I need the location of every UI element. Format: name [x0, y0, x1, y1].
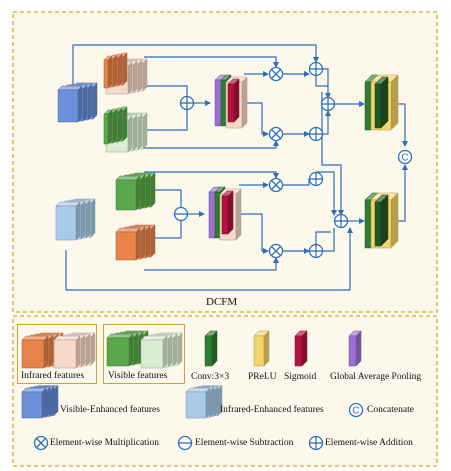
concatenate-node: C — [397, 149, 413, 165]
vis2-to-mul-top-arrow — [144, 171, 279, 179]
add-node-bottom-1 — [308, 171, 324, 187]
sigmoid-slab — [227, 78, 240, 123]
mul-node-bottom-1 — [268, 177, 284, 193]
vis-to-add-line — [144, 110, 188, 131]
ir2-to-mul-bottom-arrow — [144, 257, 279, 271]
add-top-down-arrow — [322, 68, 331, 99]
legend-mult: Element-wise Multiplication — [50, 438, 159, 448]
legend-infrared-stack-2 — [53, 332, 96, 369]
legend-frame — [12, 315, 438, 467]
legend-conv: Conv:3×3 — [191, 372, 230, 382]
legend-prelu-slab — [253, 330, 270, 367]
module-panel — [13, 12, 437, 312]
add-node-top-merge — [320, 96, 336, 112]
mul-node-bottom-2 — [268, 243, 284, 259]
legend-infrared-features: Infrared features — [21, 371, 85, 381]
infrared-legend-box — [17, 324, 97, 384]
sub-node-bottom-input — [173, 206, 189, 222]
legend-visible-enhanced: Visible-Enhanced features — [60, 405, 160, 415]
cross-top — [315, 76, 328, 87]
infrared-enhanced-input — [55, 198, 96, 241]
legend-visible-features: Visible features — [108, 371, 168, 381]
legend-concatenate-icon: C — [348, 402, 364, 418]
visible-legend-box — [103, 324, 185, 384]
infrared-features-top-edge — [103, 52, 128, 89]
legend-sub-icon — [177, 435, 193, 451]
legend-visible-stack-2 — [140, 332, 183, 369]
add2-join-line — [322, 228, 335, 252]
legend-gap: Global Average Pooling — [330, 372, 422, 382]
add2-bottom-up-line — [315, 231, 331, 244]
legend-sigmoid: Sigmoid — [284, 372, 317, 382]
legend-add: Element-wise Addition — [325, 438, 413, 448]
top-feature-to-add2-arrow — [321, 92, 344, 216]
visible-enhanced-input — [57, 82, 98, 123]
legend-conv-slab — [204, 330, 218, 367]
legend-prelu: PReLU — [248, 372, 277, 382]
legend-gap-slab — [348, 330, 362, 367]
mul-node-top-2 — [268, 126, 284, 142]
legend-infrared-enhanced-stack — [185, 384, 223, 419]
vis-to-mul-bottom-arrow — [144, 140, 279, 149]
ir2-to-sub-line — [144, 220, 182, 239]
output-block-bottom — [364, 192, 399, 249]
attention-block-top — [214, 74, 248, 129]
visible-features-top-edge — [103, 106, 128, 145]
legend-concatenate: Concatenate — [367, 405, 414, 415]
vis2-to-sub-line — [144, 189, 182, 207]
mul-node-top-1 — [268, 66, 284, 82]
add-bottom-up-arrow — [322, 110, 331, 135]
legend-add-icon — [308, 435, 324, 451]
add-node-top-input — [179, 95, 195, 111]
skip-bottom-arrow — [65, 227, 353, 291]
sigmoid-slab — [221, 190, 234, 235]
skip-top-arrow — [72, 44, 319, 88]
legend-sub: Element-wise Subtraction — [195, 438, 294, 448]
output-block-top — [364, 74, 399, 131]
module-frame — [12, 11, 438, 313]
module-title: DCFM — [206, 296, 238, 308]
attn-to-mul-bottom-arrow — [244, 102, 269, 137]
inner-conv-slab — [374, 76, 389, 129]
attn2-to-mul-bottom-arrow — [239, 213, 269, 254]
legend-mult-icon — [33, 435, 49, 451]
legend-infrared-enhanced: Infrared-Enhanced features — [220, 405, 324, 415]
top-to-add2-arrow — [316, 171, 337, 216]
add-node-bottom-merge — [333, 213, 349, 229]
add-node-top-2 — [308, 126, 324, 142]
svg-text:C: C — [401, 153, 408, 164]
ir-to-mul-top-arrow — [144, 56, 279, 68]
ir-to-add-line — [144, 85, 188, 97]
visible-features-bottom — [115, 172, 156, 211]
svg-text:C: C — [352, 406, 359, 417]
infrared-features-bottom — [115, 224, 156, 261]
add-node-bottom-2 — [308, 243, 324, 259]
add-node-top-1 — [308, 61, 324, 77]
inner-conv-slab — [374, 194, 389, 247]
attention-block-bottom — [208, 186, 242, 241]
legend-visible-enhanced-stack — [21, 384, 59, 419]
legend-sigmoid-slab — [294, 330, 308, 367]
